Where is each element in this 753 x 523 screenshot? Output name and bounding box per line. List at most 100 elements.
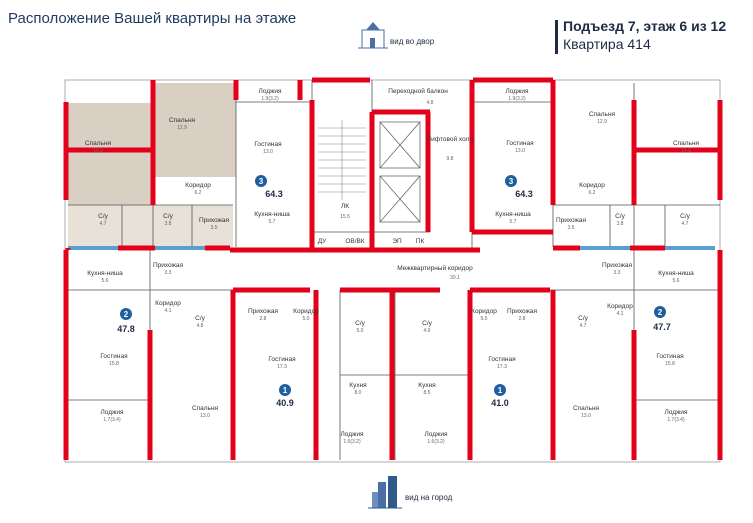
svg-text:Коридор: Коридор (155, 300, 181, 307)
svg-text:С/у: С/у (422, 320, 433, 327)
svg-text:Лифтовой холл: Лифтовой холл (427, 135, 473, 143)
svg-text:Кухня-ниша: Кухня-ниша (87, 270, 123, 277)
svg-text:3: 3 (259, 177, 264, 186)
svg-text:8.5: 8.5 (424, 390, 431, 396)
svg-text:Спальня: Спальня (589, 111, 616, 118)
courtyard-view-label: вид во двор (390, 37, 435, 46)
svg-text:Спальня: Спальня (192, 405, 219, 412)
svg-text:15.5: 15.5 (340, 214, 350, 220)
svg-text:6.2: 6.2 (195, 190, 202, 196)
svg-text:Кухня: Кухня (349, 382, 367, 389)
svg-text:1.6(3.2): 1.6(3.2) (343, 439, 361, 445)
svg-text:Спальня: Спальня (169, 117, 196, 124)
svg-text:1.9(3.2): 1.9(3.2) (261, 96, 279, 102)
svg-text:С/у: С/у (98, 213, 109, 220)
svg-text:40.9: 40.9 (276, 398, 294, 408)
svg-text:1.7(3.4): 1.7(3.4) (667, 417, 685, 423)
svg-text:13.0: 13.0 (263, 149, 273, 155)
svg-text:4.9: 4.9 (424, 328, 431, 334)
svg-text:Кухня-ниша: Кухня-ниша (495, 211, 531, 218)
svg-text:Гостиная: Гостиная (254, 141, 282, 148)
svg-text:Гостиная: Гостиная (506, 140, 534, 147)
svg-text:3.8: 3.8 (165, 221, 172, 227)
svg-text:30.1: 30.1 (450, 275, 460, 281)
svg-text:3.5: 3.5 (568, 225, 575, 231)
svg-text:Кухня-ниша: Кухня-ниша (254, 211, 290, 218)
svg-text:Прихожая: Прихожая (602, 262, 633, 269)
svg-text:12.9: 12.9 (177, 125, 187, 131)
svg-text:64.3: 64.3 (265, 189, 283, 199)
svg-text:5.0: 5.0 (481, 316, 488, 322)
svg-text:1.9(3.2): 1.9(3.2) (508, 96, 526, 102)
svg-text:2.8: 2.8 (260, 316, 267, 322)
svg-text:1.6(3.2): 1.6(3.2) (427, 439, 445, 445)
stairs-drawing (318, 120, 366, 200)
svg-text:13.0: 13.0 (515, 148, 525, 154)
svg-text:15.8: 15.8 (665, 361, 675, 367)
svg-text:Коридор: Коридор (185, 182, 211, 189)
svg-text:4.8: 4.8 (197, 323, 204, 329)
svg-text:Прихожая: Прихожая (248, 308, 279, 315)
apartment-badge-l2: 2 47.8 (117, 308, 135, 334)
svg-text:14.9: 14.9 (93, 148, 103, 154)
svg-text:4.7: 4.7 (580, 323, 587, 329)
svg-text:9.8: 9.8 (447, 156, 454, 162)
svg-text:5.0: 5.0 (303, 316, 310, 322)
apartment-badge-b1r: 1 41.0 (491, 384, 509, 408)
svg-text:5.0: 5.0 (357, 328, 364, 334)
svg-text:5.6: 5.6 (673, 278, 680, 284)
svg-text:С/у: С/у (355, 320, 366, 327)
apartment-badge-tr: 3 64.3 (505, 175, 533, 199)
svg-text:17.3: 17.3 (497, 364, 507, 370)
svg-text:5.7: 5.7 (510, 219, 517, 225)
svg-text:12.9: 12.9 (597, 119, 607, 125)
header-accent-bar (555, 20, 558, 54)
svg-text:ЭП: ЭП (392, 238, 402, 245)
svg-text:47.7: 47.7 (653, 322, 671, 332)
svg-text:5.7: 5.7 (269, 219, 276, 225)
svg-text:13.0: 13.0 (581, 413, 591, 419)
svg-text:15.8: 15.8 (109, 361, 119, 367)
svg-text:Лоджия: Лоджия (424, 431, 448, 438)
svg-text:Лоджия: Лоджия (505, 88, 529, 95)
svg-text:4.8: 4.8 (427, 100, 434, 106)
svg-text:Коридор: Коридор (293, 308, 319, 315)
svg-text:Коридор: Коридор (579, 182, 605, 189)
svg-text:С/у: С/у (578, 315, 589, 322)
svg-text:Прихожая: Прихожая (199, 217, 230, 224)
svg-text:С/у: С/у (615, 213, 626, 220)
svg-text:ПК: ПК (416, 238, 425, 245)
svg-text:1: 1 (498, 386, 503, 395)
city-view-label: вид на город (405, 493, 453, 502)
svg-text:ДУ: ДУ (318, 238, 327, 245)
svg-text:2: 2 (124, 310, 129, 319)
svg-text:1: 1 (283, 386, 288, 395)
svg-text:ОВ/ВК: ОВ/ВК (345, 238, 365, 245)
svg-text:Спальня: Спальня (85, 140, 112, 147)
svg-text:64.3: 64.3 (515, 189, 533, 199)
page-title: Расположение Вашей квартиры на этаже (8, 10, 297, 27)
svg-text:1.7(3.4): 1.7(3.4) (103, 417, 121, 423)
svg-text:Кухня-ниша: Кухня-ниша (658, 270, 694, 277)
svg-text:6.2: 6.2 (589, 190, 596, 196)
svg-text:Переходной балкон: Переходной балкон (388, 87, 448, 95)
svg-text:Гостиная: Гостиная (100, 353, 128, 360)
apartment-badge-b1l: 1 40.9 (276, 384, 294, 408)
svg-text:Коридор: Коридор (471, 308, 497, 315)
apartment-number-label: Квартира 414 (563, 36, 651, 52)
svg-text:ЛК: ЛК (341, 203, 349, 210)
svg-text:Гостиная: Гостиная (488, 356, 516, 363)
svg-text:Межквартирный коридор: Межквартирный коридор (397, 264, 473, 272)
selected-apartment-highlight (68, 83, 236, 247)
svg-text:Прихожая: Прихожая (153, 262, 184, 269)
svg-text:3.8: 3.8 (617, 221, 624, 227)
svg-text:Кухня: Кухня (418, 382, 436, 389)
svg-text:2: 2 (658, 308, 663, 317)
svg-text:С/у: С/у (680, 213, 691, 220)
svg-text:3.5: 3.5 (211, 225, 218, 231)
svg-text:4.7: 4.7 (100, 221, 107, 227)
svg-text:5.6: 5.6 (102, 278, 109, 284)
svg-text:17.3: 17.3 (277, 364, 287, 370)
svg-text:47.8: 47.8 (117, 324, 135, 334)
